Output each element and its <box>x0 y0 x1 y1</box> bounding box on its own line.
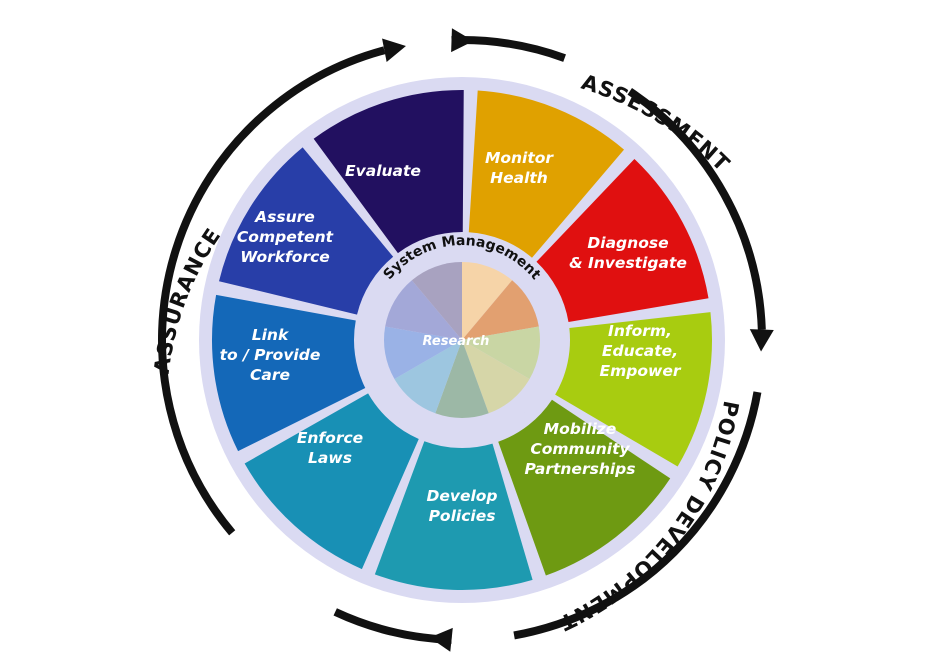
center-slice <box>435 340 489 419</box>
label-evaluate: Evaluate <box>345 162 421 180</box>
cycle-arc <box>158 46 386 536</box>
cycle-arrowhead <box>382 38 406 63</box>
center-slice <box>384 326 462 379</box>
center-slice <box>462 262 513 340</box>
center-slice <box>385 280 462 340</box>
service-segments <box>212 90 712 590</box>
segment-diagnose-investigate[interactable] <box>536 158 709 322</box>
label-inform-educate-empower: Inform,Educate,Empower <box>600 322 682 380</box>
segment-monitor-health[interactable] <box>468 90 625 258</box>
cycle-arrows <box>158 28 774 652</box>
label-diagnose-investigate: Diagnose& Investigate <box>569 234 687 272</box>
segment-evaluate[interactable] <box>313 90 464 254</box>
cycle-arrowhead <box>429 627 453 652</box>
cycle-arrowhead <box>451 28 474 53</box>
cycle-arc <box>333 608 452 644</box>
segment-enforce-laws[interactable] <box>244 393 419 570</box>
segment-inform-educate-empower[interactable] <box>555 312 712 467</box>
cycle-arrowhead <box>749 329 774 352</box>
cycle-arc <box>627 87 766 330</box>
center-slice <box>462 326 541 379</box>
cycle-arc <box>513 391 762 640</box>
center-slice <box>411 262 462 340</box>
segment-assure-competent-workforce[interactable] <box>219 147 394 315</box>
segment-develop-policies[interactable] <box>374 441 533 590</box>
center-slice <box>462 340 530 414</box>
segment-link-provide-care[interactable] <box>212 294 366 452</box>
research-label: Research <box>423 334 490 349</box>
segment-mobilize-community-partnerships[interactable] <box>498 399 671 576</box>
center-slice <box>462 280 539 340</box>
center-research-disk <box>384 262 541 419</box>
center-slice <box>394 340 462 414</box>
